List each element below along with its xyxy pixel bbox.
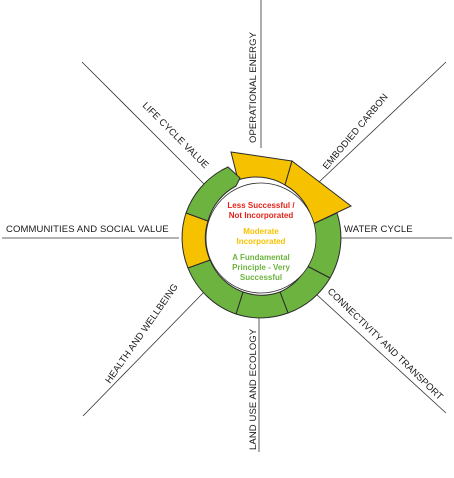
legend-less-successful-line2: Not Incorporated — [229, 211, 294, 220]
label-embodied-carbon: EMBODIED CARBON — [321, 92, 391, 172]
label-life-cycle-value: LIFE CYCLE VALUE — [140, 100, 211, 171]
wheel-center — [205, 182, 317, 294]
wheel-segments — [181, 151, 352, 319]
axis-line-connectivity — [315, 293, 447, 414]
axis-line-health — [82, 291, 205, 417]
label-land-use-ecology: LAND USE AND ECOLOGY — [248, 328, 259, 450]
label-water-cycle: WATER CYCLE — [344, 224, 413, 235]
legend-moderate-line2: Incorporated — [237, 237, 286, 246]
legend-fundamental-line1: A Fundamental — [232, 253, 289, 262]
label-operational-energy: OPERATIONAL ENERGY — [248, 31, 259, 143]
center-legend: Less Successful / Not Incorporated Moder… — [227, 201, 295, 282]
legend-fundamental-line2: Principle - Very — [232, 263, 290, 272]
axis-line-embodied-carbon — [317, 61, 447, 184]
legend-moderate-line1: Moderate — [243, 227, 279, 236]
label-communities-social-value: COMMUNITIES AND SOCIAL VALUE — [6, 224, 169, 235]
axis-line-life-cycle — [81, 61, 205, 185]
label-connectivity-transport: CONNECTIVITY AND TRANSPORT — [325, 286, 445, 402]
legend-fundamental-line3: Successful — [240, 273, 282, 282]
axis-lines — [2, 0, 452, 452]
legend-less-successful-line1: Less Successful / — [227, 201, 295, 210]
label-health-wellbeing: HEALTH AND WELLBEING — [103, 282, 180, 386]
segment-operational-energy — [230, 151, 293, 186]
segment-life-cycle — [185, 166, 241, 222]
segment-land-use — [235, 291, 289, 319]
